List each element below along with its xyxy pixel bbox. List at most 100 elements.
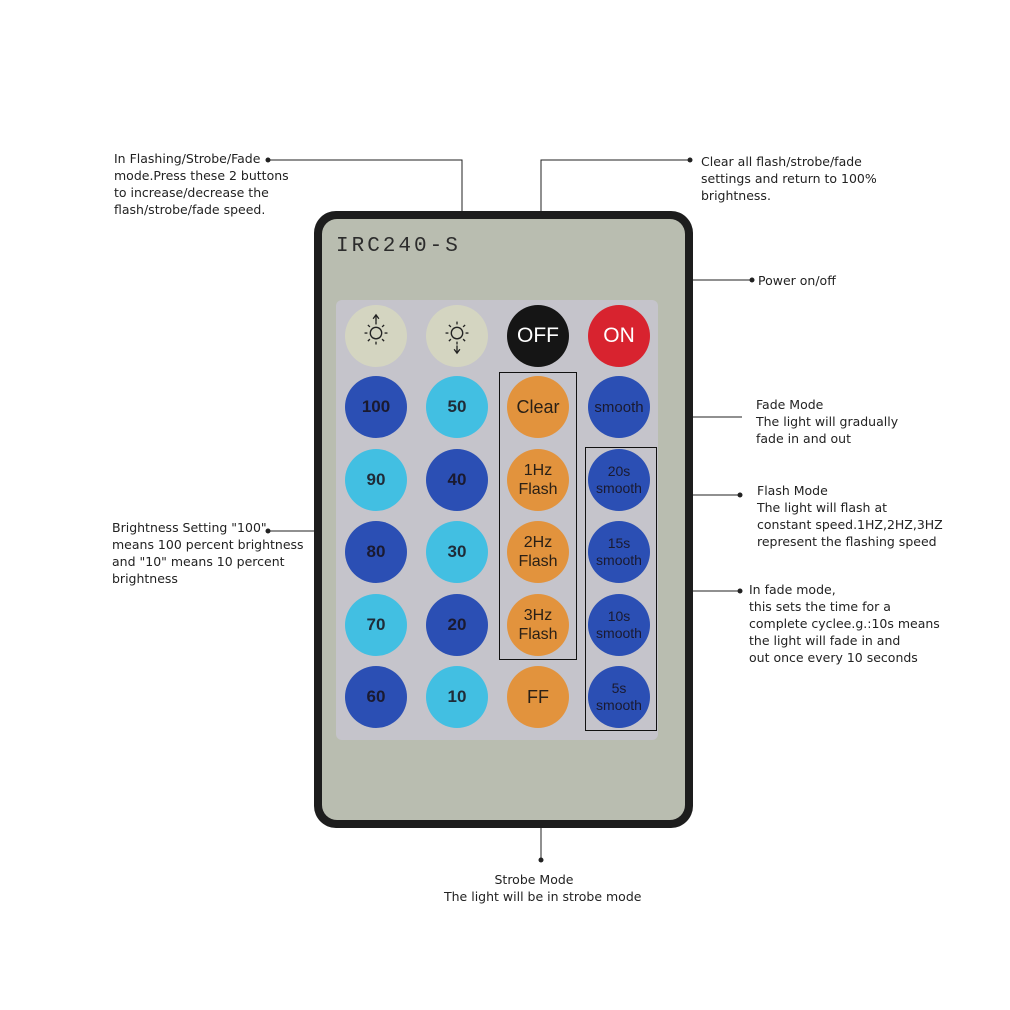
button-label: 100 xyxy=(361,397,391,416)
button-label: 20 xyxy=(447,615,467,634)
dot-strobe xyxy=(538,857,544,863)
callout-line: Fade Mode xyxy=(756,397,824,412)
callout-line: settings and return to 100% xyxy=(701,171,877,186)
callout-line: Flash Mode xyxy=(757,483,828,498)
dot-fade-time xyxy=(737,588,743,594)
callout-line: Strobe Mode xyxy=(494,872,574,887)
callout-line: complete cyclee.g.:10s means xyxy=(749,616,940,631)
callout-line: Power on/off xyxy=(758,273,836,288)
dot-power xyxy=(749,277,755,283)
callout-line: In Flashing/Strobe/Fade xyxy=(114,151,261,166)
callout-line: represent the flashing speed xyxy=(757,534,937,549)
model-label: IRC240-S xyxy=(336,235,461,258)
clear-button[interactable]: Clear xyxy=(507,376,569,438)
callout-clear: Clear all flash/strobe/fade settings and… xyxy=(701,153,877,204)
callout-strobe: Strobe Mode The light will be in strobe … xyxy=(444,871,642,905)
callout-speed: In Flashing/Strobe/Fade mode.Press these… xyxy=(114,150,289,218)
level-80-button[interactable]: 80 xyxy=(345,521,407,583)
dot-speed xyxy=(265,157,271,163)
callout-line: fade in and out xyxy=(756,431,851,446)
callout-line: The light will be in strobe mode xyxy=(444,889,642,904)
callout-line: flash/strobe/fade speed. xyxy=(114,202,266,217)
callout-line: Brightness Setting "100" xyxy=(112,520,267,535)
button-label: 30 xyxy=(447,542,467,561)
level-30-button[interactable]: 30 xyxy=(426,521,488,583)
level-10-button[interactable]: 10 xyxy=(426,666,488,728)
button-label: OFF xyxy=(517,324,559,347)
callout-line: means 100 percent brightness xyxy=(112,537,304,552)
callout-line: In fade mode, xyxy=(749,582,836,597)
callout-line: brightness. xyxy=(701,188,771,203)
button-label: 10 xyxy=(447,687,467,706)
callout-line: the light will fade in and xyxy=(749,633,901,648)
button-label: Flash xyxy=(518,481,558,498)
button-label: 15s xyxy=(607,535,631,551)
sun-down-icon xyxy=(442,313,472,360)
callout-line: constant speed.1HZ,2HZ,3HZ xyxy=(757,517,943,532)
level-100-button[interactable]: 100 xyxy=(345,376,407,438)
button-label: 60 xyxy=(366,687,386,706)
button-label: 5s xyxy=(611,680,627,696)
button-label: 1Hz xyxy=(523,462,553,479)
callout-line: and "10" means 10 percent xyxy=(112,554,285,569)
callout-line: brightness xyxy=(112,571,178,586)
fade-time-group-frame xyxy=(585,447,657,731)
callout-line: mode.Press these 2 buttons xyxy=(114,168,289,183)
button-label: 20s xyxy=(607,463,631,479)
callout-fade: Fade Mode The light will gradually fade … xyxy=(756,396,898,447)
brightness-down-button[interactable] xyxy=(426,305,488,367)
level-90-button[interactable]: 90 xyxy=(345,449,407,511)
button-label: 80 xyxy=(366,542,386,561)
callout-line: The light will gradually xyxy=(756,414,899,429)
level-40-button[interactable]: 40 xyxy=(426,449,488,511)
button-label: ON xyxy=(603,324,635,347)
off-button[interactable]: OFF xyxy=(507,305,569,367)
dot-brightness xyxy=(265,528,271,534)
callout-line: to increase/decrease the xyxy=(114,185,269,200)
button-label: FF xyxy=(527,686,549,707)
button-label: 50 xyxy=(447,397,467,416)
ff-button[interactable]: FF xyxy=(507,666,569,728)
button-label: 70 xyxy=(366,615,386,634)
smooth-button[interactable]: smooth xyxy=(588,376,650,438)
level-50-button[interactable]: 50 xyxy=(426,376,488,438)
brightness-up-button[interactable] xyxy=(345,305,407,367)
button-label: 2Hz xyxy=(523,534,553,551)
level-20-button[interactable]: 20 xyxy=(426,594,488,656)
button-label: 3Hz xyxy=(523,607,553,624)
level-70-button[interactable]: 70 xyxy=(345,594,407,656)
callout-brightness: Brightness Setting "100" means 100 perce… xyxy=(112,519,304,587)
dot-flash xyxy=(737,492,743,498)
callout-line: The light will flash at xyxy=(757,500,888,515)
button-label: smooth xyxy=(596,697,642,713)
button-label: 90 xyxy=(366,470,386,489)
callout-line: Clear all flash/strobe/fade xyxy=(701,154,862,169)
button-label: smooth xyxy=(596,480,642,496)
sun-up-icon xyxy=(361,313,391,360)
button-label: smooth xyxy=(596,625,642,641)
on-button[interactable]: ON xyxy=(588,305,650,367)
callout-fade-time: In fade mode, this sets the time for a c… xyxy=(749,581,940,666)
button-label: Clear xyxy=(516,396,560,417)
button-label: smooth xyxy=(594,398,644,416)
callout-line: out once every 10 seconds xyxy=(749,650,918,665)
callout-flash: Flash Mode The light will flash at const… xyxy=(757,482,943,550)
button-label: smooth xyxy=(596,552,642,568)
button-pad xyxy=(336,300,658,740)
callout-power: Power on/off xyxy=(758,272,836,289)
button-label: Flash xyxy=(518,553,558,570)
level-60-button[interactable]: 60 xyxy=(345,666,407,728)
button-label: 10s xyxy=(607,608,631,624)
button-label: 40 xyxy=(447,470,467,489)
callout-line: this sets the time for a xyxy=(749,599,891,614)
button-label: Flash xyxy=(518,626,558,643)
dot-clear xyxy=(687,157,693,163)
